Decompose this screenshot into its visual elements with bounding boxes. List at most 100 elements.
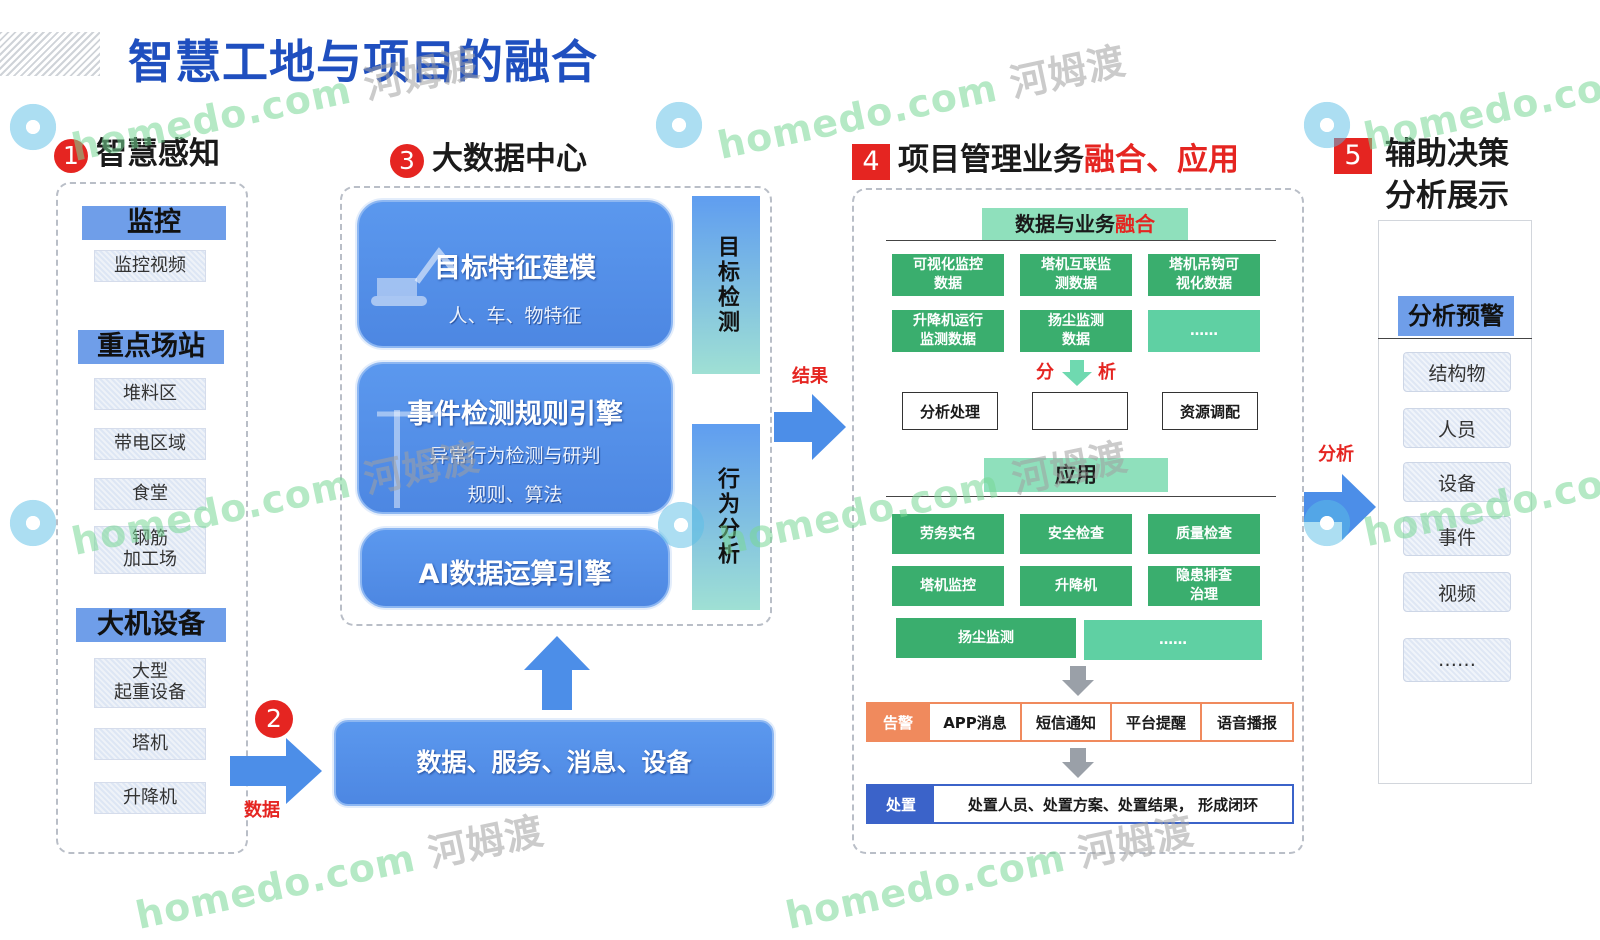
app-hazard-governance: 隐患排查 治理 xyxy=(1148,566,1260,606)
section-5-header: 辅助决策分析展示 xyxy=(1385,133,1509,217)
fusion-divider xyxy=(886,240,1276,241)
watermark-7-cn: 河姆渡 xyxy=(424,808,548,876)
watermark-flower-icon xyxy=(654,498,708,552)
engine-event-rules-title: 事件检测规则引擎 xyxy=(407,399,623,430)
section-1-label: 智慧感知 xyxy=(96,136,220,172)
item-elevator: 升降机 xyxy=(94,782,206,814)
watermark-8-brand: homedo xyxy=(781,857,965,938)
watermark-8-cn: 河姆渡 xyxy=(1074,808,1198,876)
data-cell-crane-iot: 塔机互联监 测数据 xyxy=(1020,254,1132,296)
data-cell-more: …… xyxy=(1148,310,1260,352)
analysis-label-2: 析 xyxy=(1098,362,1116,383)
app-safety-check: 安全检查 xyxy=(1020,514,1132,554)
data-service-bar-label: 数据、服务、消息、设备 xyxy=(416,748,692,777)
decision-item-equipment: 设备 xyxy=(1403,462,1511,502)
section-4-label-main: 项目管理业务 xyxy=(898,142,1084,178)
crane-icon xyxy=(377,410,445,508)
fusion-header-main: 数据与业务 xyxy=(1015,212,1115,236)
item-canteen: 食堂 xyxy=(94,478,206,510)
engine-target-modeling-title: 目标特征建模 xyxy=(434,253,596,284)
decision-item-event: 事件 xyxy=(1403,516,1511,556)
alert-sms: 短信通知 xyxy=(1022,704,1112,740)
app-quality-check: 质量检查 xyxy=(1148,514,1260,554)
data-cell-visual-monitor: 可视化监控 数据 xyxy=(892,254,1004,296)
watermark-flower-icon xyxy=(652,98,706,152)
app-divider xyxy=(886,496,1276,497)
engine-target-modeling: 目标特征建模 人、车、物特征 xyxy=(357,200,673,348)
engine-event-rules-subtitle: 异常行为检测与研判 xyxy=(429,445,601,467)
group-header-key-sites: 重点场站 xyxy=(78,330,224,364)
item-tower-crane: 塔机 xyxy=(94,728,206,760)
fusion-header-accent: 融合 xyxy=(1115,212,1155,236)
watermark-4-domain: .com xyxy=(241,461,356,527)
watermark-flower-icon xyxy=(1300,98,1354,152)
engine-event-rules-subtitle2: 规则、算法 xyxy=(467,484,563,506)
excavator-icon xyxy=(371,247,458,306)
data-arrow-label: 数据 xyxy=(244,800,280,821)
section-2-number-wrap: 2 xyxy=(255,700,301,738)
up-arrow-icon xyxy=(524,636,590,710)
engine-target-modeling-subtitle: 人、车、物特征 xyxy=(448,305,582,327)
watermark-2-cn: 河姆渡 xyxy=(1006,38,1130,106)
decision-header: 分析预警 xyxy=(1398,296,1514,336)
page-title: 智慧工地与项目的融合 xyxy=(128,35,598,89)
watermark-flower-icon xyxy=(1300,496,1354,550)
down-arrow-1-icon xyxy=(1062,666,1094,696)
data-cell-dust-monitor: 扬尘监测 数据 xyxy=(1020,310,1132,352)
app-elevator: 升降机 xyxy=(1020,566,1132,606)
bigdata-panel xyxy=(340,186,772,626)
watermark-3-domain: .com xyxy=(1533,56,1600,123)
app-crane-monitor: 塔机监控 xyxy=(892,566,1004,606)
data-service-bar: 数据、服务、消息、设备 xyxy=(334,720,774,806)
alert-platform: 平台提醒 xyxy=(1112,704,1202,740)
engine-event-rules: 事件检测规则引擎 异常行为检测与研判 规则、算法 xyxy=(357,362,673,514)
analysis-arrow-label: 分析 xyxy=(1318,444,1354,465)
watermark-8-domain: .com xyxy=(955,835,1070,901)
decision-item-structure: 结构物 xyxy=(1403,352,1511,392)
title-stripe xyxy=(0,32,100,76)
engine-ai-compute: AI数据运算引擎 xyxy=(360,528,670,608)
item-electrified-area: 带电区域 xyxy=(94,428,206,460)
dispose-label: 处置 xyxy=(868,786,934,822)
app-more: …… xyxy=(1084,620,1262,660)
engine-ai-compute-title: AI数据运算引擎 xyxy=(418,559,612,590)
decision-item-video: 视频 xyxy=(1403,572,1511,612)
watermark-7-brand: homedo xyxy=(131,857,315,938)
process-middle xyxy=(1032,392,1128,430)
analysis-label-1: 分 xyxy=(1036,362,1054,383)
section-4-label-accent: 融合、应用 xyxy=(1084,142,1239,178)
watermark-2-domain: .com xyxy=(887,65,1002,131)
app-header: 应用 xyxy=(984,458,1168,492)
section-3-number: 3 xyxy=(390,143,424,178)
result-arrow-label: 结果 xyxy=(792,366,828,387)
analysis-down-arrow-icon xyxy=(1062,360,1092,386)
watermark-flower-icon xyxy=(6,100,60,154)
section-5-number: 5 xyxy=(1334,138,1372,174)
decision-panel xyxy=(1378,220,1532,784)
section-5-line1: 辅助决策 xyxy=(1385,136,1509,172)
process-resource-dispatch: 资源调配 xyxy=(1162,392,1258,430)
section-3-label: 大数据中心 xyxy=(432,141,587,177)
data-cell-hook-visual: 塔机吊钩可 视化数据 xyxy=(1148,254,1260,296)
watermark-1-domain: .com xyxy=(241,67,356,133)
dispose-text: 处置人员、处置方案、处置结果， 形成闭环 xyxy=(967,795,1259,814)
item-rebar-yard: 钢筋 加工场 xyxy=(94,526,206,574)
section-2-number: 2 xyxy=(255,700,293,738)
data-arrow-icon xyxy=(230,738,322,804)
app-labor-realname: 劳务实名 xyxy=(892,514,1004,554)
side-label-target-detection: 目标检测 xyxy=(692,196,760,374)
section-5-line2: 分析展示 xyxy=(1385,178,1509,214)
watermark-7-domain: .com xyxy=(305,835,420,901)
item-monitor-video: 监控视频 xyxy=(94,250,206,282)
alert-app-message: APP消息 xyxy=(930,704,1022,740)
group-header-large-machinery: 大机设备 xyxy=(76,608,226,642)
result-arrow-icon xyxy=(774,394,846,460)
down-arrow-2-icon xyxy=(1062,748,1094,778)
app-dust-monitor: 扬尘监测 xyxy=(896,618,1076,658)
data-cell-elevator-monitor: 升降机运行 监测数据 xyxy=(892,310,1004,352)
watermark-flower-icon xyxy=(6,496,60,550)
dispose-row: 处置 处置人员、处置方案、处置结果， 形成闭环 xyxy=(866,784,1294,824)
